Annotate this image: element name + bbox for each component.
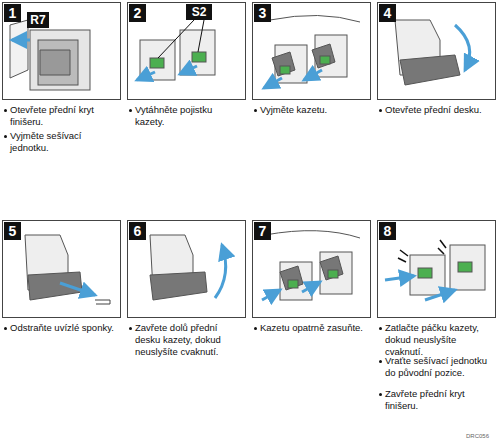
bullet-dot	[129, 109, 132, 112]
bullet-dot	[4, 135, 7, 138]
step-instruction: Otevřete přední desku.	[385, 104, 493, 116]
step-panel: 7	[252, 220, 371, 318]
figure-code: DRC056	[466, 432, 498, 440]
step-panel: 4	[377, 2, 496, 100]
bullet-dot	[129, 327, 132, 330]
step-instruction: Otevřete přední kryt finišeru.	[10, 104, 118, 128]
step-panel: 5	[2, 220, 121, 318]
step-number: 3	[254, 4, 271, 22]
step-instruction: Vyjměte kazetu.	[260, 104, 368, 116]
bullet-dot	[4, 109, 7, 112]
part-label: S2	[186, 4, 212, 20]
step-instruction: Zavřete přední kryt finišeru.	[385, 388, 493, 412]
step-instruction: Vraťte sešívací jednotku do původní pozi…	[385, 355, 493, 379]
step-number: 8	[379, 222, 396, 240]
step-instruction: Odstraňte uvízlé sponky.	[10, 322, 118, 334]
step-number: 7	[254, 222, 271, 240]
bullet-dot	[4, 327, 7, 330]
bullet-dot	[254, 327, 257, 330]
step-panel: 1	[2, 2, 121, 100]
bullet-dot	[379, 393, 382, 396]
step-panel: 6	[127, 220, 246, 318]
bullet-dot	[379, 327, 382, 330]
part-label: R7	[27, 12, 49, 28]
step-number: 1	[4, 4, 21, 22]
bullet-dot	[379, 109, 382, 112]
step-instruction: Vytáhněte pojistku kazety.	[135, 104, 243, 128]
step-instruction: Vyjměte sešívací jednotku.	[10, 130, 118, 154]
step-number: 4	[379, 4, 396, 22]
step-instruction: Kazetu opatrně zasuňte.	[260, 322, 368, 334]
step-panel: 8	[377, 220, 496, 318]
step-number: 6	[129, 222, 146, 240]
step-instruction: Zatlačte páčku kazety, dokud neuslyšíte …	[385, 322, 493, 358]
bullet-dot	[254, 109, 257, 112]
step-instruction: Zavřete dolů přední desku kazety, dokud …	[135, 322, 243, 358]
bullet-dot	[379, 360, 382, 363]
step-number: 5	[4, 222, 21, 240]
step-panel: 3	[252, 2, 371, 100]
step-number: 2	[129, 4, 146, 22]
